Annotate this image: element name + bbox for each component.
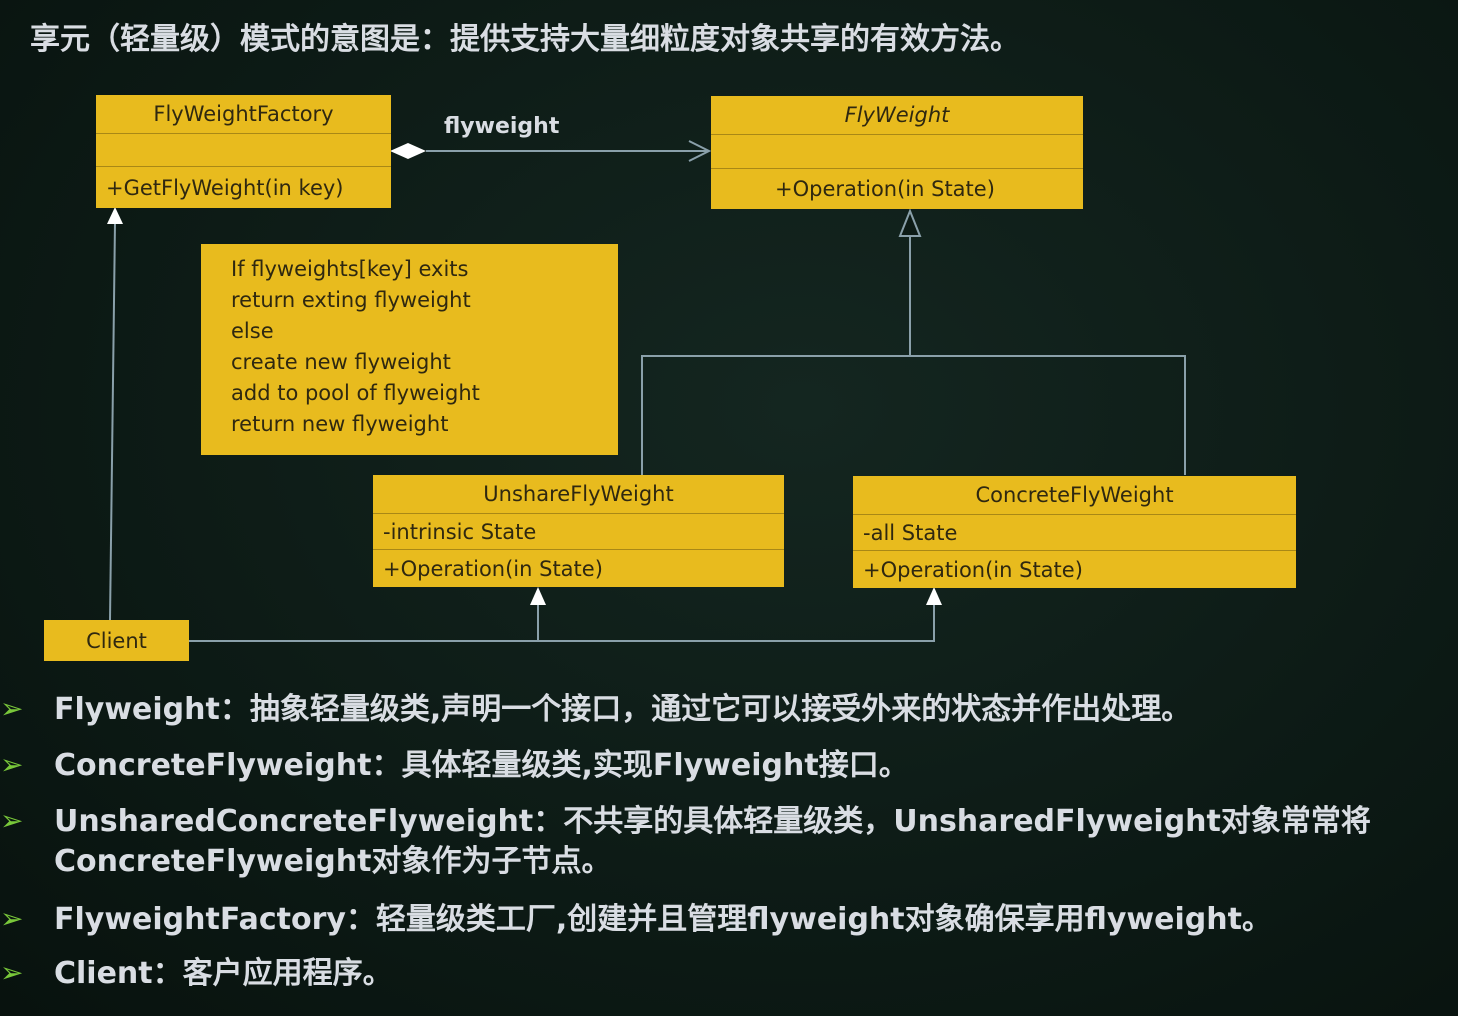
bullet-text: FlyweightFactory：轻量级类工厂,创建并且管理flyweight对… <box>54 902 1272 937</box>
class-name: UnshareFlyWeight <box>373 475 784 514</box>
bullet-text: Client：客户应用程序。 <box>54 956 393 991</box>
class-unshare-flyweight: UnshareFlyWeight -intrinsic State +Opera… <box>373 475 784 587</box>
open-arrowhead-icon <box>688 140 712 162</box>
client-connectors <box>107 207 942 642</box>
chevron-right-icon: ➢ <box>0 692 24 725</box>
bullet-text: Flyweight：抽象轻量级类,声明一个接口，通过它可以接受外来的状态并作出处… <box>54 692 1192 727</box>
bullet-item: ➢ Client：客户应用程序。 <box>0 952 1440 996</box>
association-label: flyweight <box>444 114 560 139</box>
chevron-right-icon: ➢ <box>0 956 24 989</box>
inheritance-triangle-icon <box>898 208 922 237</box>
class-attributes <box>96 134 391 167</box>
class-flyweight-factory: FlyWeightFactory +GetFlyWeight(in key) <box>96 95 391 208</box>
class-name: ConcreteFlyWeight <box>853 476 1296 515</box>
factory-note: If flyweights[key] exits return exting f… <box>201 244 618 455</box>
class-concrete-flyweight: ConcreteFlyWeight -all State +Operation(… <box>853 476 1296 588</box>
class-attributes: -intrinsic State <box>373 514 784 550</box>
class-attributes: -all State <box>853 515 1296 551</box>
note-line: If flyweights[key] exits <box>231 257 469 281</box>
arrowhead-icon <box>107 207 123 224</box>
chevron-right-icon: ➢ <box>0 902 24 935</box>
bullet-item: ➢ Flyweight：抽象轻量级类,声明一个接口，通过它可以接受外来的状态并作… <box>0 688 1440 732</box>
association-connector <box>390 140 712 162</box>
class-flyweight: FlyWeight +Operation(in State) <box>711 96 1083 209</box>
bullet-item: ➢ FlyweightFactory：轻量级类工厂,创建并且管理flyweigh… <box>0 898 1440 942</box>
class-attributes <box>711 135 1083 169</box>
class-operations: +Operation(in State) <box>775 177 995 201</box>
class-operations: +Operation(in State) <box>863 557 1083 582</box>
note-line: add to pool of flyweight <box>231 381 480 405</box>
generalization-connector <box>641 208 1186 475</box>
class-operations: +Operation(in State) <box>383 556 603 581</box>
class-operations: +GetFlyWeight(in key) <box>106 175 344 200</box>
class-client: Client <box>44 620 189 661</box>
class-name: FlyWeight <box>711 96 1083 135</box>
bullet-text: UnsharedConcreteFlyweight：不共享的具体轻量级类，Uns… <box>54 804 1371 839</box>
note-line: else <box>231 319 274 343</box>
class-name: FlyWeightFactory <box>96 95 391 134</box>
aggregation-diamond-icon <box>390 143 426 159</box>
slide-title: 享元（轻量级）模式的意图是：提供支持大量细粒度对象共享的有效方法。 <box>30 22 1020 57</box>
bullet-item: ➢ ConcreteFlyweight：具体轻量级类,实现Flyweight接口… <box>0 744 1440 788</box>
chevron-right-icon: ➢ <box>0 748 24 781</box>
arrowhead-icon <box>926 587 942 605</box>
bullet-item: ➢ UnsharedConcreteFlyweight：不共享的具体轻量级类，U… <box>0 800 1440 884</box>
note-line: return exting flyweight <box>231 288 471 312</box>
note-line: create new flyweight <box>231 350 451 374</box>
chevron-right-icon: ➢ <box>0 804 24 837</box>
bullet-text: ConcreteFlyweight：具体轻量级类,实现Flyweight接口。 <box>54 748 909 783</box>
arrowhead-icon <box>530 587 546 605</box>
note-line: return new flyweight <box>231 412 449 436</box>
bullet-text-continued: ConcreteFlyweight对象作为子节点。 <box>54 844 612 879</box>
